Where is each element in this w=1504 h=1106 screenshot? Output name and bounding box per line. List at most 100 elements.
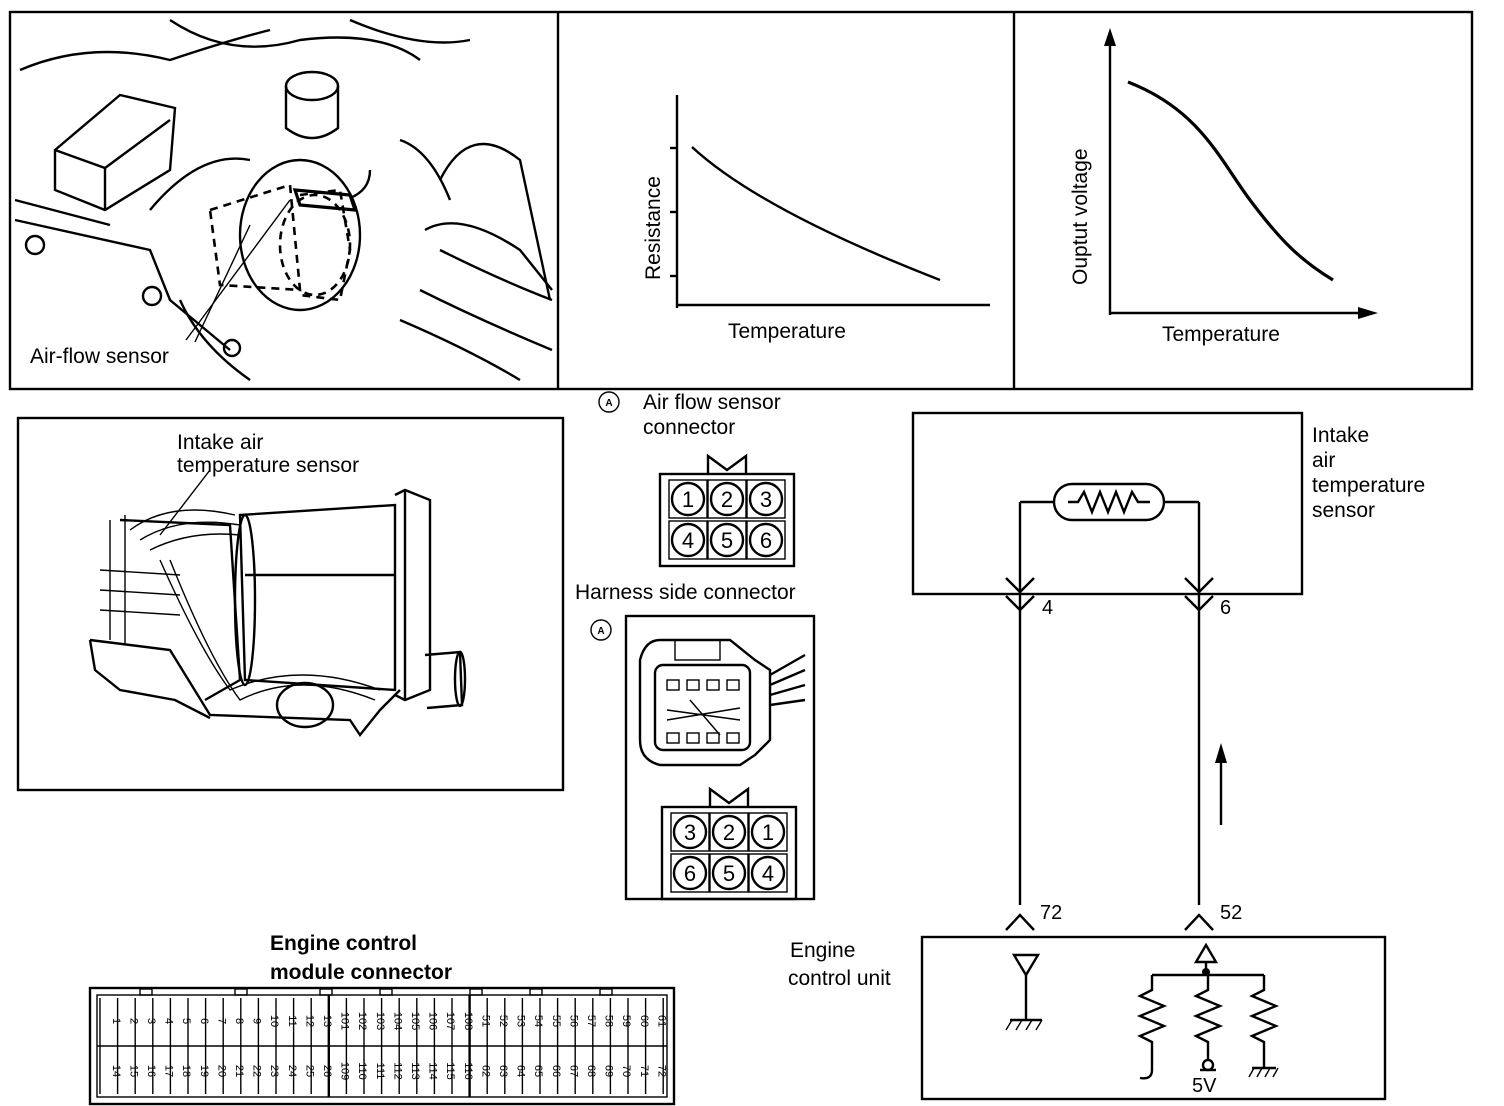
- ecm-pin-label: 106: [427, 1012, 439, 1030]
- connector-pin-label: 2: [723, 820, 735, 845]
- ecm-pin-label: 5: [180, 1018, 192, 1024]
- ecm-pin-label: 4: [163, 1018, 175, 1024]
- connector-pin-label: 6: [760, 528, 772, 553]
- harness-connector-title: Harness side connector: [575, 581, 796, 604]
- connector-pin-label: 5: [723, 861, 735, 886]
- ecm-pin-label: 6: [198, 1018, 210, 1024]
- harness-connector-marker: A: [597, 626, 604, 637]
- ecu-box: [920, 935, 1387, 1101]
- ecm-pin-label: 51: [479, 1015, 491, 1027]
- connector-pin: [748, 522, 784, 558]
- connector-pin: [670, 522, 706, 558]
- supply-5v-label: 5V: [1192, 1075, 1217, 1097]
- ecm-pin-label: 102: [356, 1012, 368, 1030]
- ecm-pin-label: 103: [374, 1012, 386, 1030]
- connector-pin-label: 6: [684, 861, 696, 886]
- ecm-pin-label: 61: [655, 1015, 667, 1027]
- top-panel-frame: [8, 10, 1474, 391]
- afs-connector-marker: A: [605, 398, 612, 409]
- ecm-pin-label: 116: [462, 1062, 474, 1080]
- connector-pin-label: 3: [760, 487, 772, 512]
- ecm-pin-label: 54: [532, 1015, 544, 1027]
- voltage-ylabel: Ouptut voltage: [1069, 148, 1092, 285]
- ecm-pin-label: 115: [444, 1062, 456, 1080]
- ecm-pin-label: 1: [110, 1018, 122, 1024]
- air-flow-sensor-label: Air-flow sensor: [30, 345, 169, 368]
- ecm-pin-label: 22: [251, 1065, 263, 1077]
- sensor-label-line3: temperature: [1312, 474, 1425, 497]
- ecm-pin-label: 109: [339, 1062, 351, 1080]
- ecm-pin-label: 70: [620, 1065, 632, 1077]
- ecu-label-line1: Engine: [790, 939, 855, 962]
- connector-pin: [750, 855, 786, 891]
- resistance-chart: Resistance Temperature: [642, 95, 990, 343]
- ecm-pin-label: 24: [286, 1065, 298, 1077]
- pin-6-label: 6: [1220, 597, 1231, 619]
- ecm-pin-label: 111: [374, 1063, 386, 1080]
- connector-pin: [709, 481, 745, 517]
- ecm-pin-label: 15: [127, 1065, 139, 1077]
- connector-pin-label: 1: [682, 487, 694, 512]
- pin-4-label: 4: [1042, 597, 1053, 619]
- ecm-pin-label: 3: [145, 1018, 157, 1024]
- ecm-pin-label: 13: [321, 1015, 333, 1027]
- connector-pin: [750, 814, 786, 850]
- harness-connector-illustration: [624, 614, 816, 901]
- ecm-pin-label: 19: [198, 1065, 210, 1077]
- ecm-pin-label: 108: [462, 1012, 474, 1030]
- intake-sensor-label-line2: temperature sensor: [177, 454, 359, 477]
- ecm-connector-title-line1: Engine control: [270, 932, 417, 955]
- connector-pin: [670, 481, 706, 517]
- ecm-pin-label: 66: [550, 1065, 562, 1077]
- voltage-xlabel: Temperature: [1162, 323, 1280, 346]
- ecm-pin-label: 53: [515, 1015, 527, 1027]
- ecm-pin-label: 16: [145, 1065, 157, 1077]
- ecm-pin-label: 60: [638, 1015, 650, 1027]
- ecm-pin-label: 21: [233, 1065, 245, 1077]
- connector-pin: [672, 814, 708, 850]
- resistance-curve: [691, 146, 941, 282]
- ecm-pin-label: 57: [585, 1015, 597, 1027]
- harness-connector-marker-wrap: A: [590, 619, 612, 641]
- afs-connector-caption: A Air flow sensor connector: [598, 391, 781, 439]
- ecm-pin-label: 14: [110, 1065, 122, 1077]
- ecm-pin-label: 67: [567, 1065, 579, 1077]
- ecm-pin-label: 65: [532, 1065, 544, 1077]
- ecm-pin-label: 64: [515, 1065, 527, 1077]
- pin-72-label: 72: [1040, 902, 1062, 924]
- afs-connector-title-line1: Air flow sensor: [643, 391, 781, 414]
- afs-connector: 1 2 3 4 5 6: [658, 453, 796, 568]
- resistance-xlabel: Temperature: [728, 320, 846, 343]
- ecm-pin-label: 10: [268, 1015, 280, 1027]
- intake-sensor-label-line1: Intake air: [177, 431, 263, 454]
- ecm-pin-label: 68: [585, 1065, 597, 1077]
- connector-pin-label: 4: [682, 528, 694, 553]
- ecm-pin-label: 71: [638, 1065, 650, 1077]
- connector-pin: [711, 855, 747, 891]
- connector-pin: [672, 855, 708, 891]
- circuit-diagram: Intake air temperature sensor 4 6 72 52 …: [788, 411, 1425, 1101]
- ecm-pin-label: 18: [180, 1065, 192, 1077]
- ecm-pin-label: 17: [163, 1065, 175, 1077]
- ecm-pin-label: 9: [251, 1018, 263, 1024]
- sensor-label-line2: air: [1312, 449, 1335, 472]
- ecm-pin-label: 8: [233, 1018, 245, 1024]
- ecm-pin-label: 69: [603, 1065, 615, 1077]
- ecm-pin-label: 58: [603, 1015, 615, 1027]
- ecm-pin-label: 2: [127, 1018, 139, 1024]
- ecm-pin-label: 113: [409, 1062, 421, 1080]
- sensor-unit-illustration: [16, 416, 565, 792]
- ecm-pin-label: 7: [215, 1018, 227, 1024]
- connector-pin-label: 2: [721, 487, 733, 512]
- ecm-pin-label: 26: [321, 1065, 333, 1077]
- resistance-ylabel: Resistance: [642, 176, 665, 280]
- ecm-pin-label: 101: [339, 1012, 351, 1030]
- ecm-pin-label: 72: [655, 1065, 667, 1077]
- ecm-pin-label: 63: [497, 1065, 509, 1077]
- ecm-pin-label: 110: [356, 1062, 368, 1080]
- ecm-pin-label: 56: [567, 1015, 579, 1027]
- connector-pin-label: 5: [721, 528, 733, 553]
